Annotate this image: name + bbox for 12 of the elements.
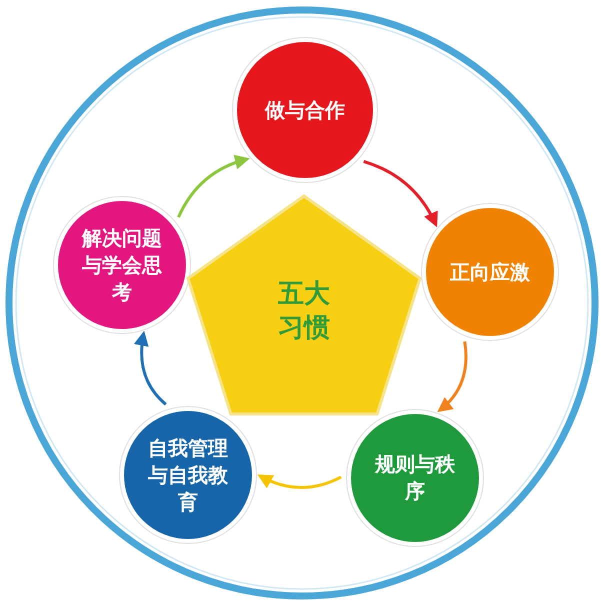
node-label: 做与合作 <box>265 98 345 122</box>
arrow <box>134 330 167 406</box>
node-label: 五大习惯 <box>278 279 330 343</box>
node-label: 自我管理与自我教育 <box>148 436 228 514</box>
arrow <box>363 160 438 228</box>
node-label: 正向应激 <box>450 260 530 284</box>
node-label: 解决问题与学会思考 <box>82 226 162 304</box>
arrow <box>257 474 342 489</box>
node-label: 规则与秩序 <box>375 452 455 503</box>
arrow <box>437 341 468 412</box>
arrow <box>177 155 250 218</box>
center-pentagon <box>186 194 422 416</box>
